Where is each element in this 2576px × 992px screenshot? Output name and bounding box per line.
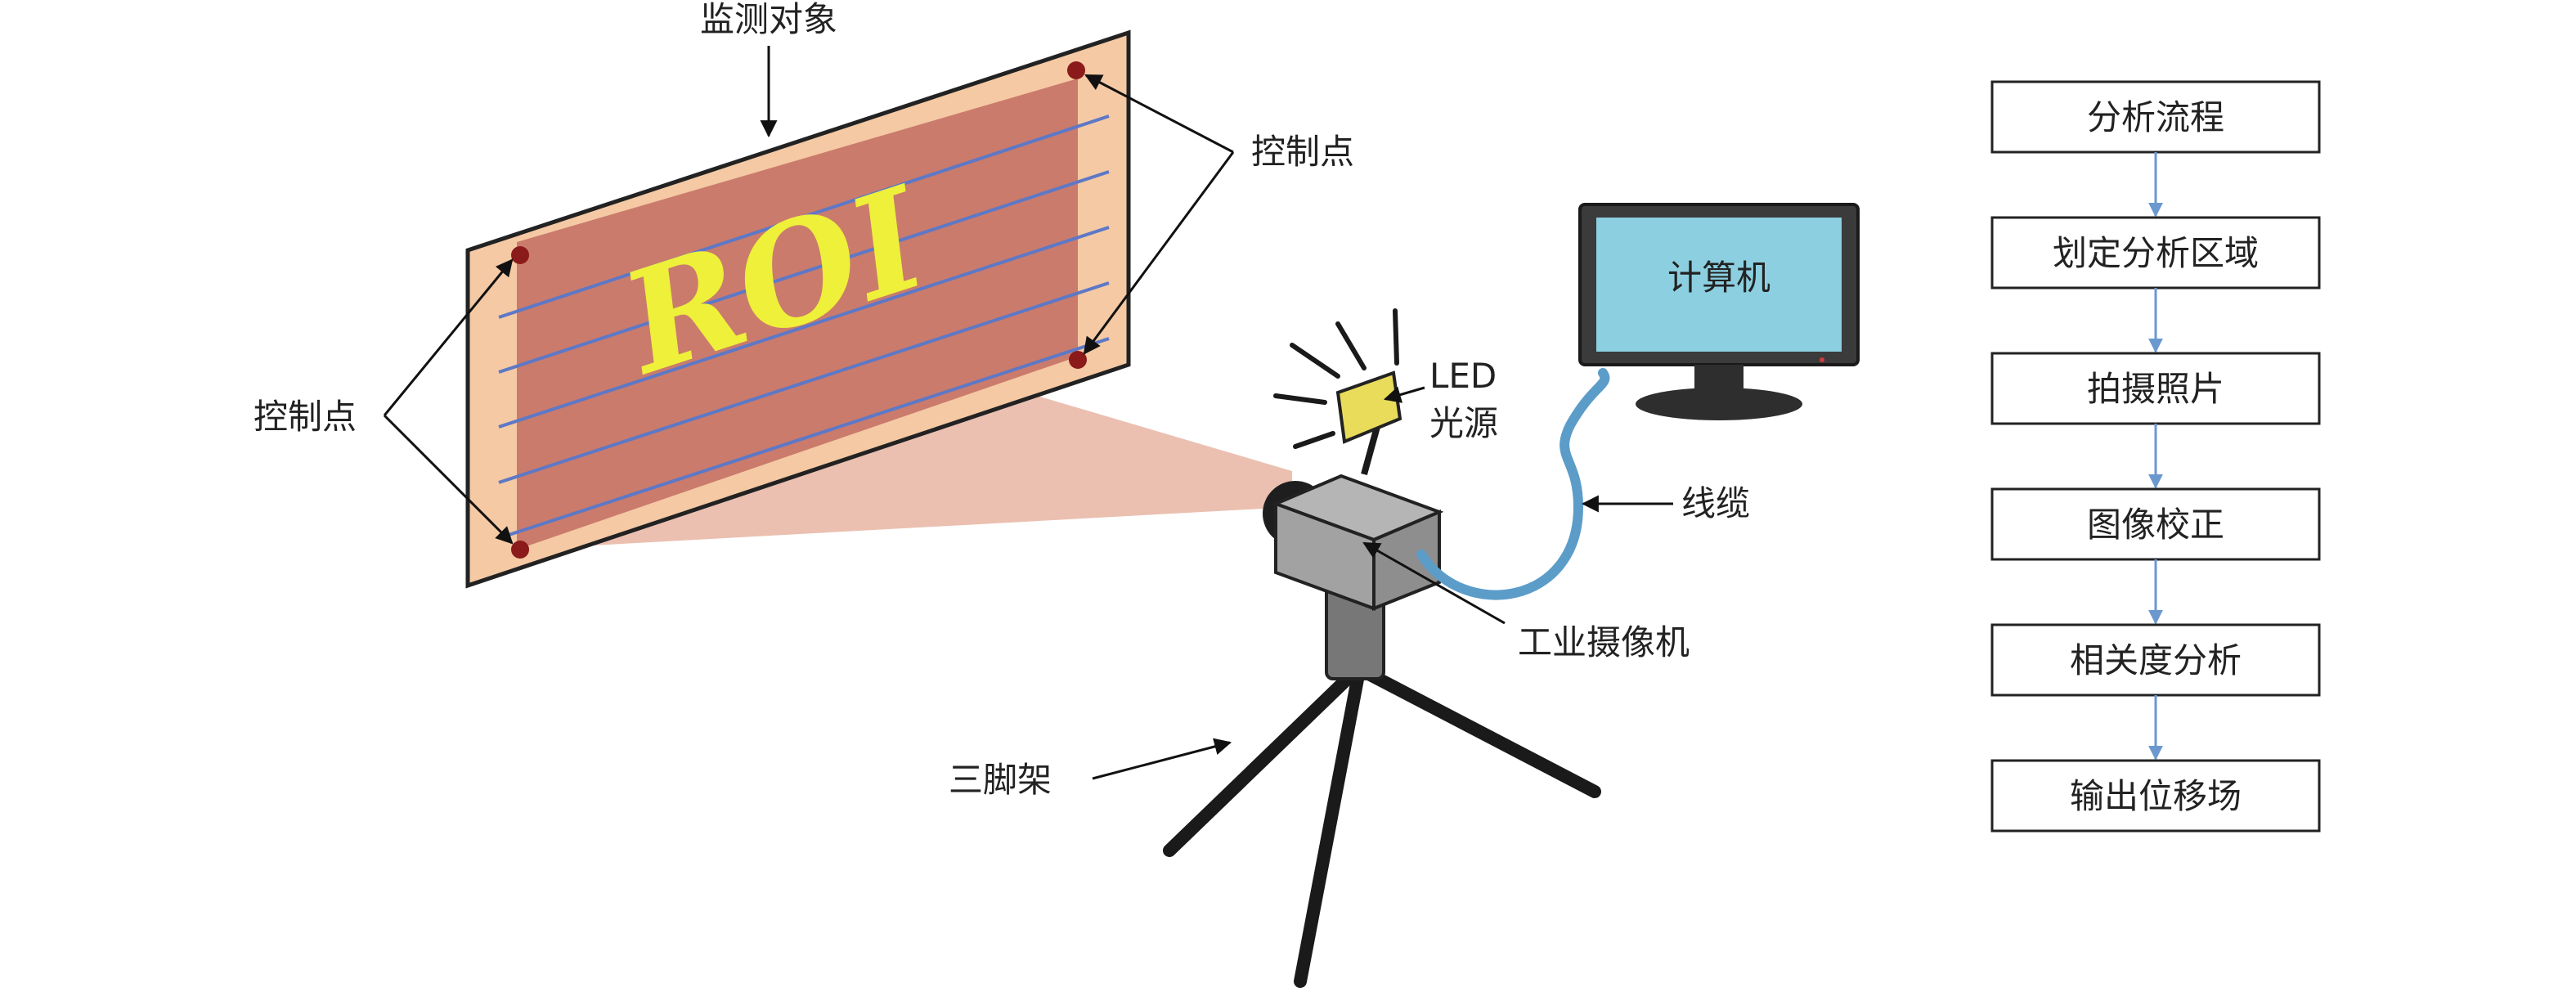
control-arrow-left-bottom [383,414,514,545]
cable [1416,368,1610,600]
led-light [1273,308,1402,476]
flow-step-box [1990,623,2321,697]
tripod [1163,664,1601,988]
flow-step-label: 分析流程 [2087,97,2224,137]
control-arrow-left-top [383,258,514,416]
control-point-top-left [511,246,529,264]
camera-body-front [1274,501,1376,611]
computer-label: 计算机 [1667,258,1770,298]
flow-step-box [1990,487,2321,561]
flow-step-label: 拍摄照片 [2087,369,2224,409]
monitor-base [1636,388,1802,420]
flow-step-box [1990,352,2321,425]
camera-arrow [1362,541,1506,625]
led-arrow [1383,386,1425,403]
object-label: 监测对象 [700,0,837,39]
led-label-line2: 光源 [1429,403,1498,443]
control-point-label-right: 控制点 [1251,132,1354,172]
flow-step-label: 图像校正 [2087,505,2224,545]
monitor-screen [1596,218,1842,352]
flow-step-label: 划定分析区域 [2053,233,2259,273]
camera-label: 工业摄像机 [1518,622,1690,662]
tripod-arrow [1092,738,1232,780]
control-point-label-left: 控制点 [254,397,357,437]
flow-step-label: 相关度分析 [2070,640,2242,680]
control-point-bottom-right [1069,351,1087,369]
led-panel [1335,370,1402,444]
led-label-line1: LED [1429,356,1497,396]
monitored-object: ROI [465,29,1131,589]
control-point-bottom-left [511,541,529,559]
control-arrow-right-top [1084,74,1234,154]
led-rays [1273,308,1399,449]
flow-step-box [1990,216,2321,290]
control-points [511,61,1087,559]
roi-grid-lines [498,114,1110,540]
computer-monitor [1578,203,1860,420]
control-arrow-right-bottom [1083,151,1235,355]
flow-step-box [1990,759,2321,833]
cable-label: 线缆 [1681,483,1750,523]
control-point-top-right [1067,61,1085,79]
monitor-power-icon [1820,357,1824,362]
industrial-camera [1263,474,1444,680]
tripod-label: 三脚架 [949,760,1052,800]
flow-step-label: 输出位移场 [2070,776,2242,816]
